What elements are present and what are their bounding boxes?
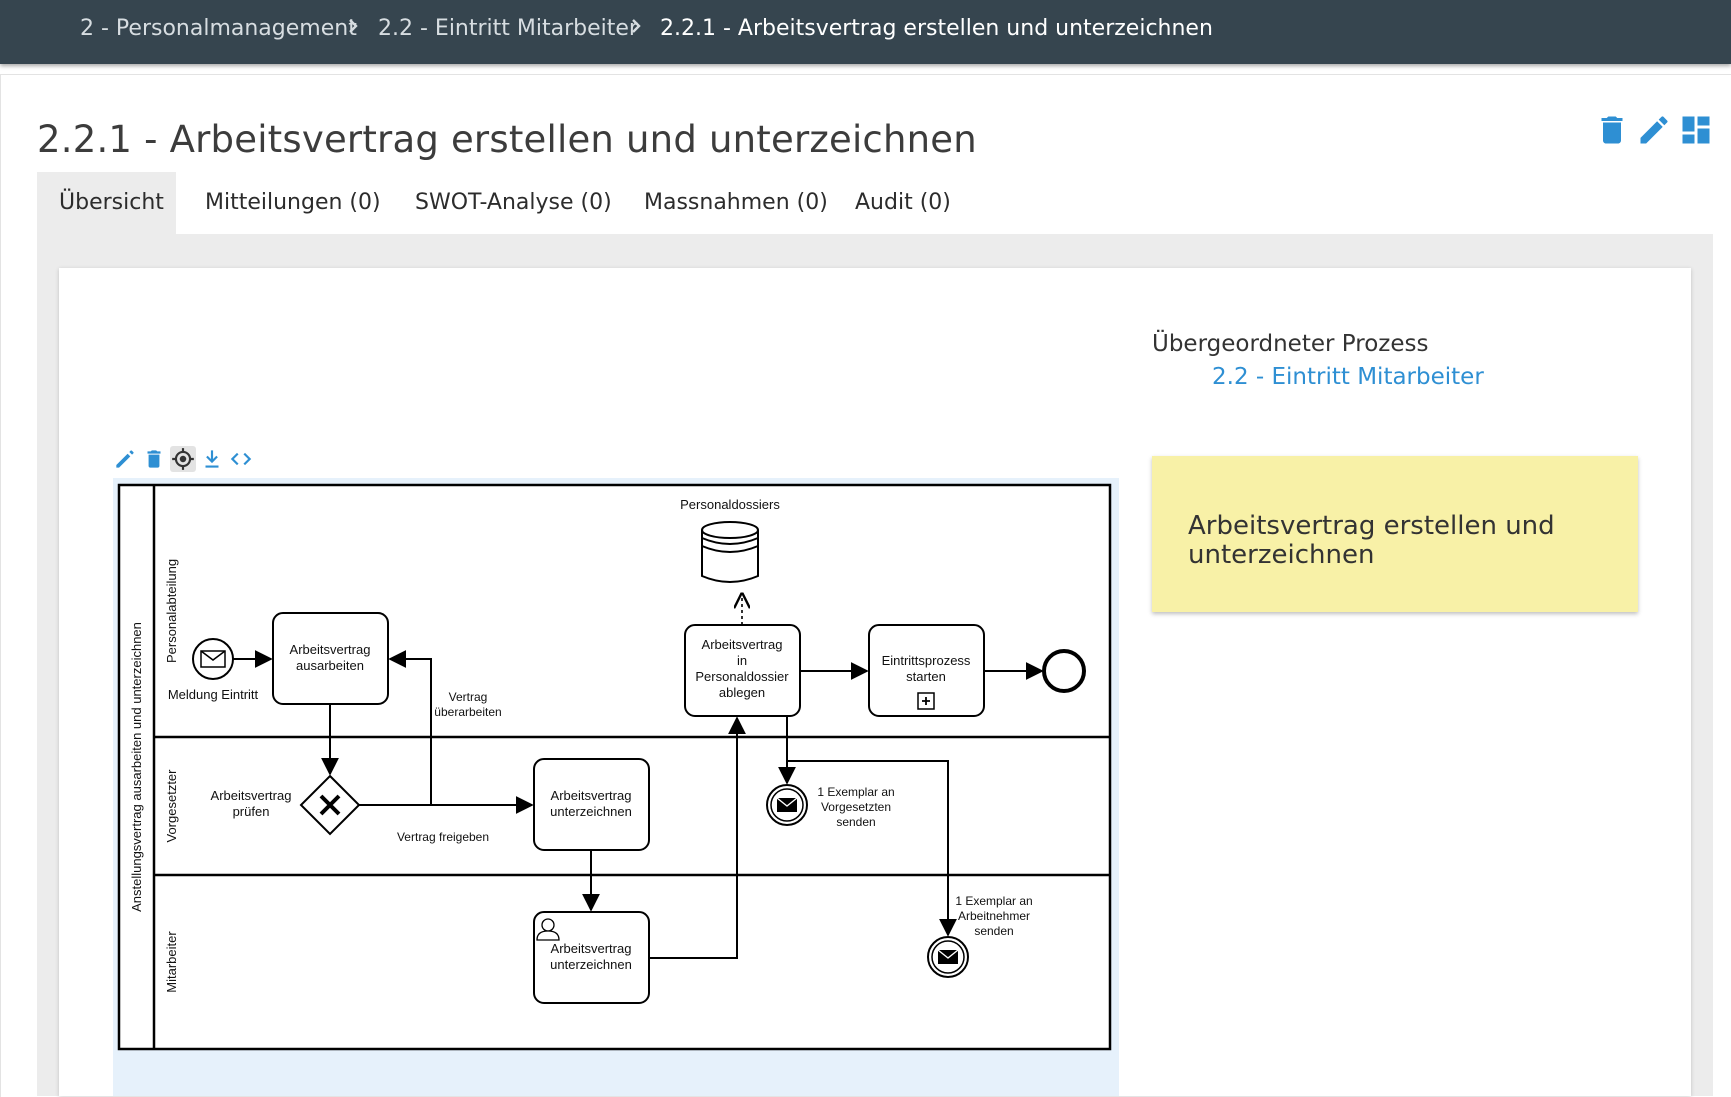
top-navigation-bar: 2 - Personalmanagement 2.2 - Eintritt Mi… — [0, 0, 1731, 64]
parent-process-link[interactable]: 2.2 - Eintritt Mitarbeiter — [1212, 364, 1484, 390]
datastore-label: Personaldossiers — [680, 497, 780, 512]
download-icon[interactable] — [199, 446, 225, 472]
breadcrumb-item-personalmanagement[interactable]: 2 - Personalmanagement — [80, 16, 357, 41]
pool-label: Anstellungsvertrag ausarbeiten und unter… — [129, 622, 144, 912]
parent-process-label: Übergeordneter Prozess — [1152, 331, 1429, 357]
note-text: Arbeitsvertrag erstellen und unterzeichn… — [1188, 511, 1555, 570]
datastore-icon[interactable] — [701, 521, 759, 583]
lane-label-mitarbeiter: Mitarbeiter — [164, 931, 179, 993]
trash-icon[interactable] — [141, 446, 167, 472]
tab-mitteilungen[interactable]: Mitteilungen (0) — [205, 190, 381, 215]
code-icon[interactable] — [228, 446, 254, 472]
breadcrumb-item-current: 2.2.1 - Arbeitsvertrag erstellen und unt… — [660, 16, 1213, 41]
target-icon[interactable] — [170, 446, 196, 472]
message-throw-event-supervisor[interactable] — [766, 784, 808, 826]
dashboard-icon[interactable] — [1678, 112, 1714, 148]
message-start-event[interactable] — [192, 638, 234, 680]
expand-icon[interactable] — [917, 692, 935, 710]
chevron-right-icon — [630, 14, 644, 38]
flow-approve-label: Vertrag freigeben — [397, 830, 489, 844]
message-throw-event-employee[interactable] — [927, 936, 969, 978]
lane-label-personalabteilung: Personalabteilung — [164, 559, 179, 663]
chevron-right-icon — [347, 14, 361, 38]
bpmn-diagram: Anstellungsvertrag ausarbeiten und unter… — [117, 483, 1112, 1051]
start-event-label: Meldung Eintritt — [168, 687, 259, 702]
breadcrumb-item-eintritt[interactable]: 2.2 - Eintritt Mitarbeiter — [378, 16, 638, 41]
tab-massnahmen[interactable]: Massnahmen (0) — [644, 190, 828, 215]
tab-uebersicht[interactable]: Übersicht — [37, 172, 176, 234]
lane-label-vorgesetzter: Vorgesetzter — [164, 769, 179, 843]
pencil-icon[interactable] — [112, 446, 138, 472]
description-note: Arbeitsvertrag erstellen und unterzeichn… — [1152, 456, 1638, 612]
tab-audit[interactable]: Audit (0) — [855, 190, 951, 215]
page-title: 2.2.1 - Arbeitsvertrag erstellen und unt… — [37, 118, 977, 161]
exclusive-gateway[interactable] — [299, 774, 361, 836]
trash-icon[interactable] — [1594, 112, 1630, 148]
end-event[interactable] — [1042, 649, 1086, 693]
user-icon — [536, 918, 560, 941]
sequence-flows — [233, 650, 1044, 959]
tab-swot-analyse[interactable]: SWOT-Analyse (0) — [415, 190, 612, 215]
pencil-icon[interactable] — [1636, 112, 1672, 148]
